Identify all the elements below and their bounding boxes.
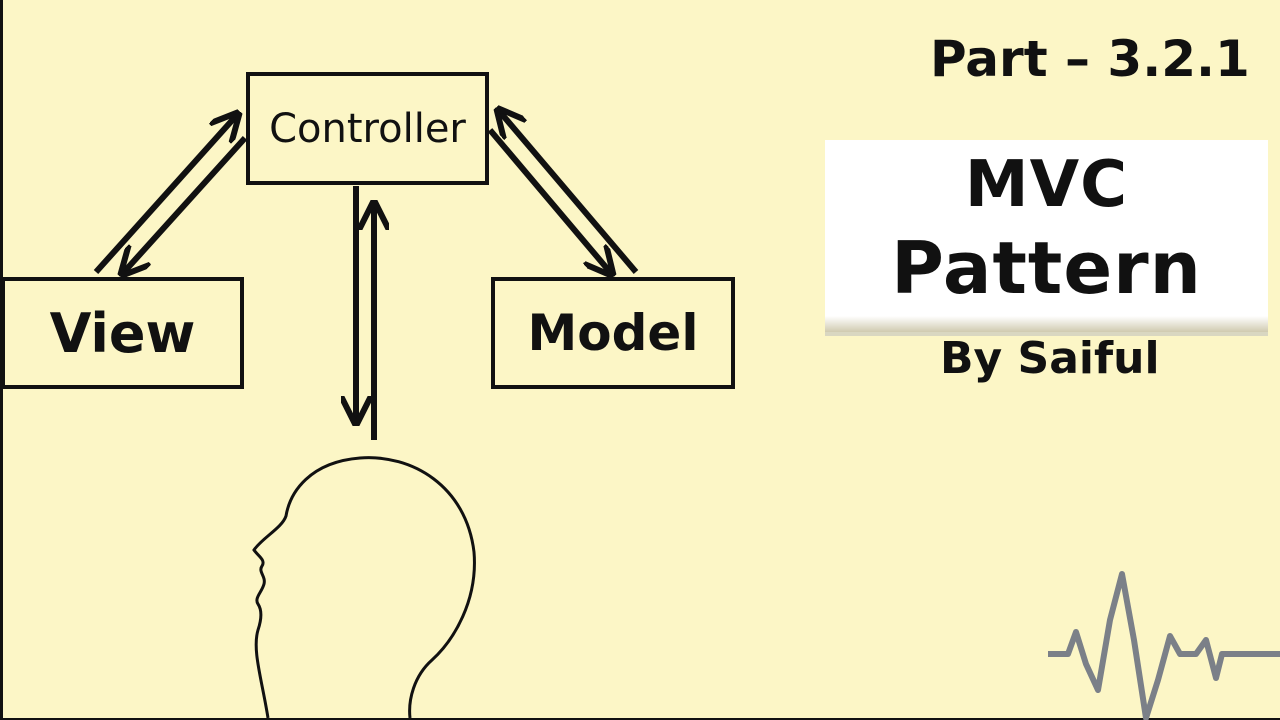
head-silhouette-icon [252, 456, 476, 719]
part-label: Part – 3.2.1 [930, 30, 1250, 88]
title-line-2: Pattern [891, 226, 1202, 310]
controller-label: Controller [269, 105, 466, 152]
title-line-1: MVC [964, 148, 1129, 222]
arrow-controller-view [93, 116, 248, 272]
controller-node: Controller [246, 72, 489, 185]
arrow-controller-user [356, 186, 374, 440]
title-card: MVC Pattern [825, 140, 1268, 332]
view-node: View [1, 277, 244, 389]
model-node: Model [491, 277, 735, 389]
arrow-controller-model [487, 112, 639, 272]
title-card-shadow [825, 316, 1268, 332]
author-label: By Saiful [940, 333, 1160, 384]
heartbeat-line-icon [1048, 571, 1280, 720]
model-label: Model [527, 304, 699, 362]
view-label: View [49, 301, 196, 365]
